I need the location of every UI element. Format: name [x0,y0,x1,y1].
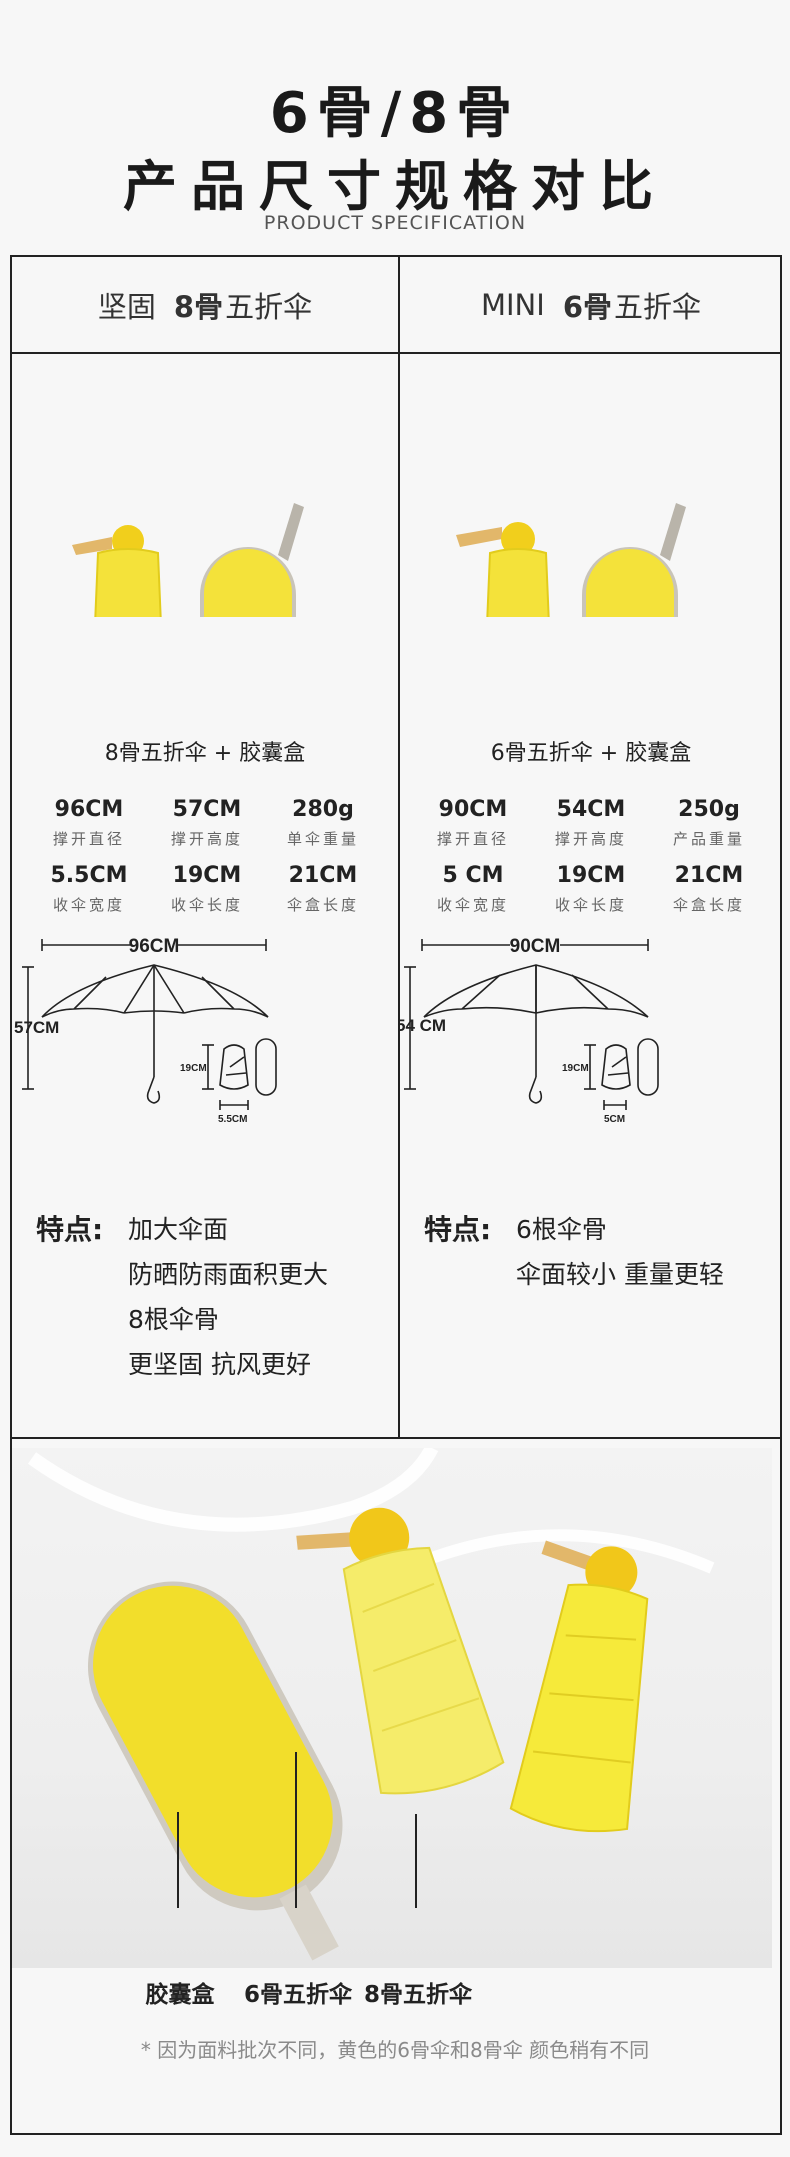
column-divider [398,257,400,1437]
left-head-bold: 8骨 [173,289,224,324]
feature-line: 伞面较小 重量更轻 [516,1260,724,1289]
header-divider [12,352,780,354]
left-caption: 8骨五折伞 + 胶囊盒 [104,741,306,766]
right-folded-outline-icon [601,1044,631,1090]
photo-label-6-bone: 6骨五折伞 [243,1982,352,2008]
right-head-prefix: MINI [480,287,545,322]
right-box-outline-icon [637,1038,659,1096]
photo-label-capsule-box: 胶囊盒 [145,1982,215,2008]
feature-line: 更坚固 抗风更好 [128,1350,311,1379]
right-strap-icon [456,527,502,547]
right-dim-fold-width: 5CM [604,1114,625,1125]
umbrella-6-photo [296,1507,505,1795]
right-head-suffix: 五折伞 [614,289,702,324]
title-line-1: 6骨/8骨 [269,81,521,146]
right-column-header: MINI 6骨 五折伞 [400,257,782,352]
left-dim-fold-length: 19CM [180,1063,207,1074]
title-line-2: 产品尺寸规格对比 [123,155,667,218]
section-divider [12,1437,780,1439]
left-folded-outline-icon [219,1044,249,1090]
right-dim-width: 90CM [510,936,561,957]
feature-line: 加大伞面 [128,1215,229,1244]
left-features: 特点: 加大伞面 防晒防雨面积更大 8根伞骨 更坚固 抗风更好 [36,1207,386,1397]
left-feature-key: 特点: [36,1213,104,1246]
left-size-diagram: 96CM 57CM 19CM 5.5CM [14,936,277,1125]
left-product-image [72,503,304,617]
right-dim-height: 54 CM [400,1016,446,1035]
right-caption: 6骨五折伞 + 胶囊盒 [490,741,692,766]
left-dim-width: 96CM [129,936,180,957]
product-photo [12,1448,772,1968]
left-dim-height: 57CM [14,1018,59,1037]
left-head-prefix: 坚固 [97,289,156,324]
right-feature-key: 特点: [424,1213,492,1246]
comparison-table: 坚固 8骨 五折伞 MINI 6骨 五折伞 [10,255,782,2135]
left-folded-umbrella-icon [94,548,162,617]
left-dim-fold-width: 5.5CM [218,1114,247,1125]
feature-line: 防晒防雨面积更大 [128,1260,329,1289]
right-head-bold: 6骨 [562,289,612,324]
feature-line: 8根伞骨 [128,1305,219,1334]
left-box-outline-icon [255,1038,277,1096]
umbrella-8-photo [509,1540,649,1833]
left-strap-icon [72,537,112,555]
left-column-header: 坚固 8骨 五折伞 [12,257,398,352]
right-features: 特点: 6根伞骨 伞面较小 重量更轻 [424,1207,774,1307]
color-note: * 因为面料批次不同，黄色的6骨伞和8骨伞 颜色稍有不同 [140,2038,650,2062]
feature-line: 6根伞骨 [516,1215,607,1244]
right-folded-umbrella-icon [486,548,550,617]
left-head-suffix: 五折伞 [225,289,313,324]
right-size-diagram: 90CM 54 CM 19CM 5CM [400,936,659,1125]
photo-label-8-bone: 8骨五折伞 [363,1982,472,2008]
capsule-box-photo [87,1581,343,1961]
subtitle: PRODUCT SPECIFICATION [263,212,527,234]
right-product-image [456,503,686,617]
right-dim-fold-length: 19CM [562,1063,589,1074]
